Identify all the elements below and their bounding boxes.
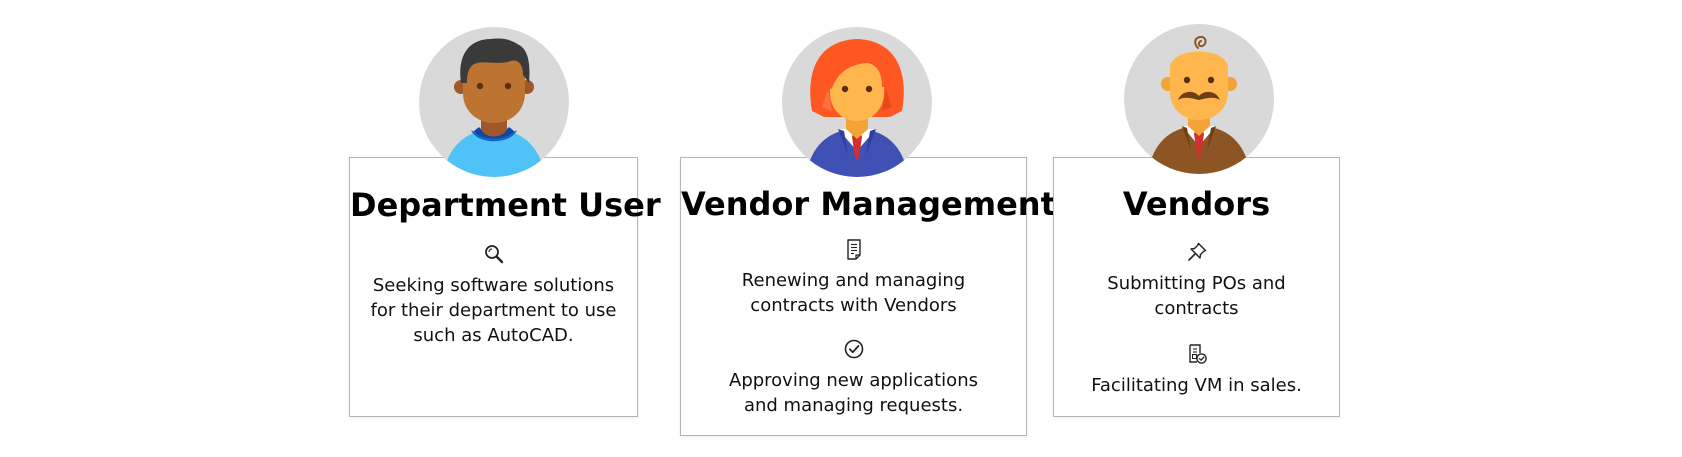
magnifier-icon: [484, 245, 503, 264]
vendor-management-item-1: Renewing and managing contracts with Ven…: [681, 238, 1026, 318]
department-user-item-1: Seeking software solutions for their dep…: [350, 243, 637, 348]
vendor-management-item-2: Approving new applications and managing …: [681, 338, 1026, 418]
businesswoman-avatar-icon: [782, 27, 932, 177]
vendors-item-1-text: Submitting POs and contracts: [1107, 273, 1286, 319]
mustached-man-avatar-icon: [1124, 24, 1274, 174]
vendor-management-card: Vendor Management Renewing and managing …: [680, 157, 1056, 436]
approved-document-icon: [1188, 344, 1207, 364]
vendors-card: Vendors Submitting POs and contracts Fac…: [1053, 157, 1340, 417]
check-circle-icon: [844, 339, 863, 359]
young-man-avatar-icon: [419, 27, 569, 177]
vendors-title: Vendors: [1122, 185, 1271, 223]
vendors-item-2-text: Facilitating VM in sales.: [1091, 375, 1302, 396]
department-user-card: Department User Seeking software solutio…: [349, 157, 661, 417]
vendors-item-1: Submitting POs and contracts: [1054, 241, 1339, 321]
document-icon: [846, 239, 861, 260]
vendor-management-title: Vendor Management: [681, 185, 1056, 223]
department-user-title: Department User: [350, 186, 661, 224]
pushpin-icon: [1187, 242, 1206, 261]
department-user-item-1-text: Seeking software solutions for their dep…: [370, 275, 617, 346]
vendor-management-item-1-text: Renewing and managing contracts with Ven…: [741, 270, 966, 316]
vendors-item-2: Facilitating VM in sales.: [1054, 343, 1339, 398]
vendor-management-item-2-text: Approving new applications and managing …: [729, 370, 978, 416]
